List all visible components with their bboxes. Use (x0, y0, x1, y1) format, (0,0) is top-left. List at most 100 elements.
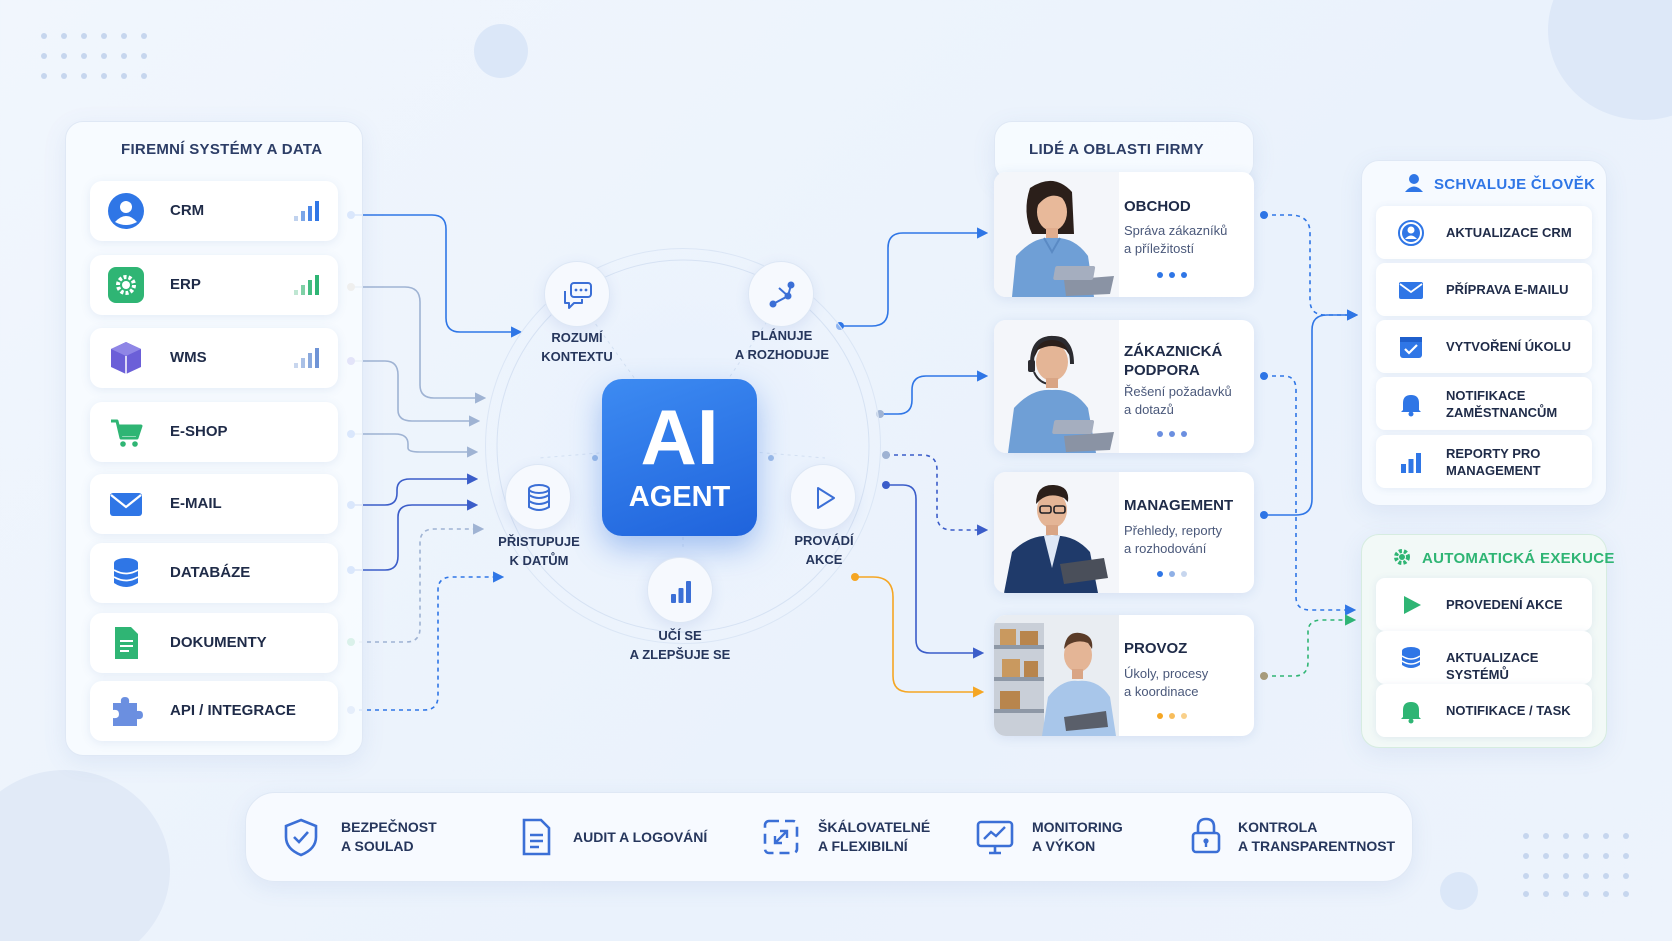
pagination-dots (1157, 431, 1187, 437)
bubble-decoration (1548, 0, 1672, 120)
auto-label: NOTIFIKACE / TASK (1446, 703, 1571, 718)
system-card-eshop[interactable]: E-SHOP (90, 402, 338, 462)
cart-icon (111, 419, 143, 447)
approval-label: AKTUALIZACE CRM (1446, 225, 1572, 240)
auto-item-notification-task[interactable]: NOTIFIKACE / TASK (1376, 684, 1592, 737)
capability-plans-decides (748, 261, 814, 327)
envelope-icon (110, 493, 142, 516)
system-card-email[interactable]: E-MAIL (90, 474, 338, 534)
box-icon (111, 342, 141, 374)
document-icon (522, 818, 551, 856)
cloud-decoration (0, 770, 170, 941)
ai-title: AI (640, 393, 719, 481)
auto-item-system-update[interactable]: AKTUALIZACE SYSTÉMŮ (1376, 631, 1592, 684)
system-card-documents[interactable]: DOKUMENTY (90, 613, 338, 673)
pagination-dots (1157, 713, 1187, 719)
footer-item-audit: AUDIT A LOGOVÁNÍ (573, 829, 708, 845)
approval-item-task-creation[interactable]: VYTVOŘENÍ ÚKOLU (1376, 320, 1592, 373)
auto-item-perform-action[interactable]: PROVEDENÍ AKCE (1376, 578, 1592, 631)
sales-person-photo (994, 172, 1119, 297)
approval-item-crm-update[interactable]: AKTUALIZACE CRM (1376, 206, 1592, 259)
approval-label: PŘÍPRAVA E-MAILU (1446, 282, 1569, 297)
gear-icon (1394, 549, 1410, 565)
bell-icon (1401, 395, 1421, 417)
person-icon (1405, 174, 1423, 192)
user-circle-icon (1398, 220, 1424, 246)
system-label: E-SHOP (170, 423, 228, 440)
system-card-erp[interactable]: ERP (90, 255, 338, 315)
agent-title: AGENT (628, 481, 731, 513)
signal-bars-icon (294, 275, 319, 295)
panel-title: AUTOMATICKÁ EXEKUCE (1422, 550, 1615, 567)
route-icon (769, 281, 795, 308)
system-card-database[interactable]: DATABÁZE (90, 543, 338, 603)
system-label: ERP (170, 276, 201, 293)
department-title: OBCHOD (1124, 198, 1191, 215)
auto-label: PROVEDENÍ AKCE (1446, 597, 1563, 612)
system-label: CRM (170, 202, 205, 219)
panel-title: FIREMNÍ SYSTÉMY A DATA (121, 141, 323, 158)
system-card-crm[interactable]: CRM (90, 181, 338, 241)
system-card-api[interactable]: API / INTEGRACE (90, 681, 338, 741)
expand-icon (763, 819, 799, 855)
database-icon (528, 484, 550, 511)
puzzle-icon (113, 697, 143, 726)
capability-performs-actions (790, 464, 856, 530)
signal-bars-icon (294, 348, 319, 368)
department-title: PROVOZ (1124, 640, 1188, 657)
approval-label: VYTVOŘENÍ ÚKOLU (1446, 339, 1571, 354)
bar-chart-icon (1401, 453, 1421, 473)
pagination-dots (1157, 571, 1187, 577)
document-icon (115, 627, 138, 659)
system-label: E-MAIL (170, 495, 222, 512)
play-icon (817, 487, 835, 509)
monitor-chart-icon (976, 820, 1014, 855)
gear-icon (108, 267, 144, 303)
approval-item-email-draft[interactable]: PŘÍPRAVA E-MAILU (1376, 263, 1592, 316)
dot-grid-decoration (1523, 833, 1629, 897)
panel-title: LIDÉ A OBLASTI FIRMY (1029, 141, 1204, 158)
dot-grid-decoration (41, 33, 147, 79)
auto-label: AKTUALIZACE SYSTÉMŮ (1446, 650, 1539, 682)
lock-icon (1191, 817, 1221, 854)
capability-accesses-data (505, 464, 571, 530)
system-label: WMS (170, 349, 207, 366)
operations-person-photo (994, 615, 1119, 736)
checkbox-icon (1400, 337, 1422, 358)
support-person-photo (994, 320, 1119, 453)
chat-icon (564, 282, 592, 309)
bell-icon (1401, 702, 1421, 724)
system-label: DOKUMENTY (170, 634, 267, 651)
shield-check-icon (284, 818, 318, 857)
ai-agent-core[interactable]: AI AGENT (602, 379, 757, 536)
database-icon (113, 558, 139, 587)
user-circle-icon (108, 193, 144, 229)
system-label: API / INTEGRACE (170, 702, 296, 719)
system-label: DATABÁZE (170, 564, 251, 581)
play-icon (1404, 596, 1421, 614)
manager-person-photo (994, 472, 1119, 593)
bubble-decoration (1440, 872, 1478, 910)
system-card-wms[interactable]: WMS (90, 328, 338, 388)
